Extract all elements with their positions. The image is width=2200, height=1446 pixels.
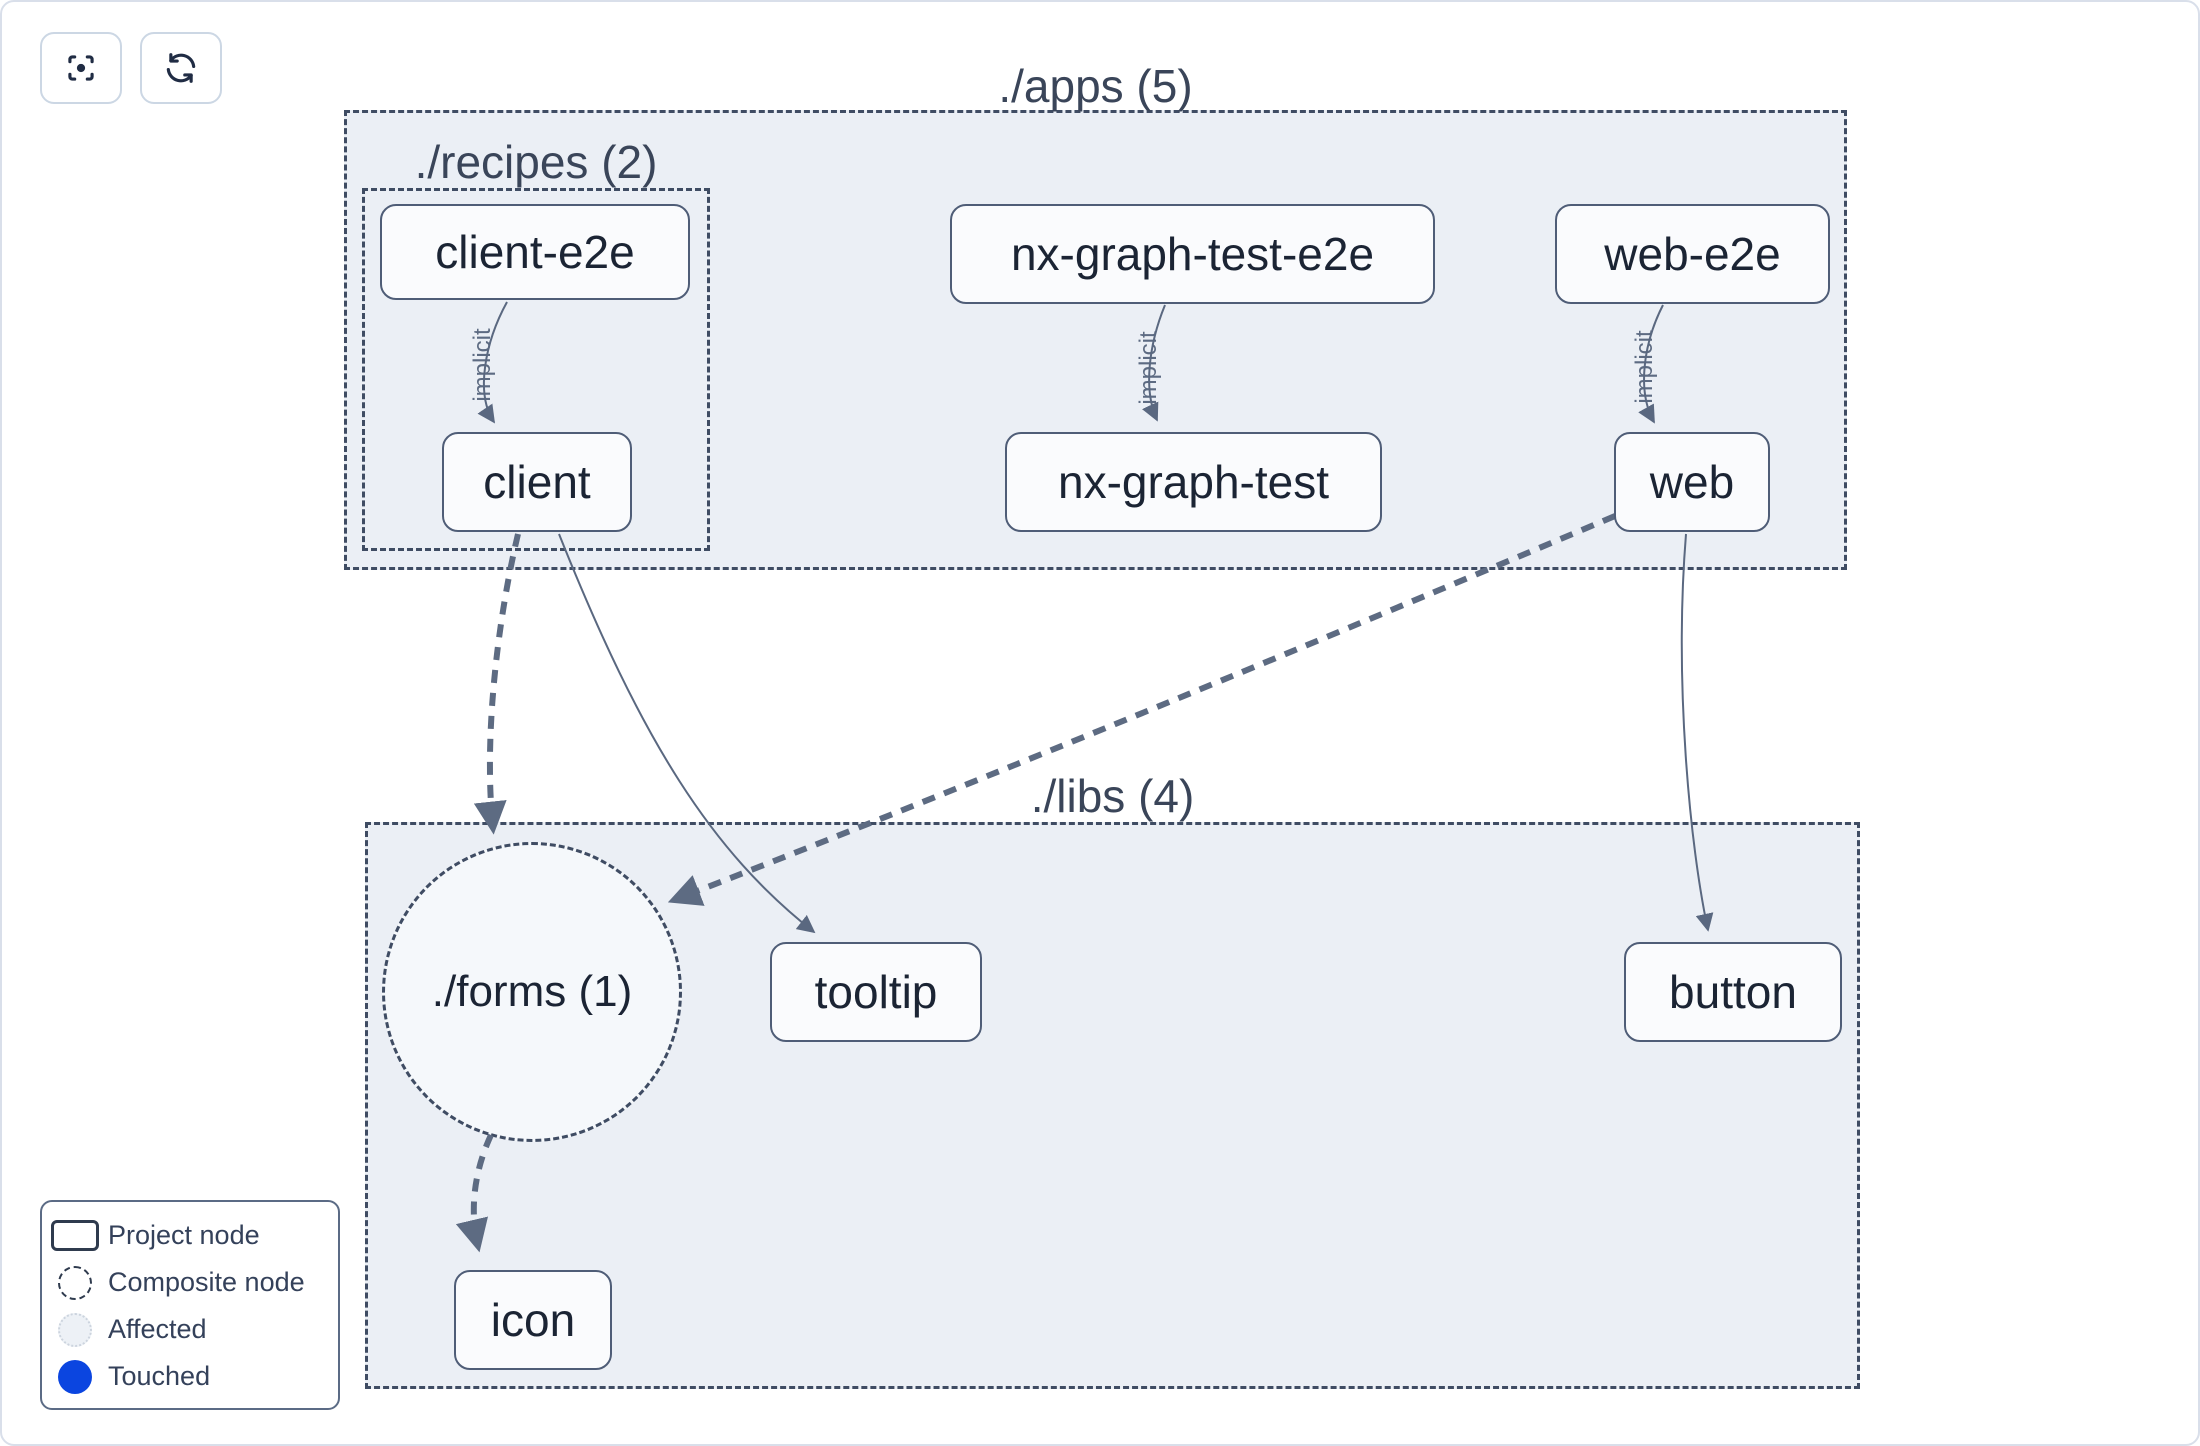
refresh-button[interactable] (140, 32, 222, 104)
node-web-e2e[interactable]: web-e2e (1555, 204, 1830, 304)
group-recipes (362, 188, 710, 551)
legend-label-composite-node: Composite node (108, 1267, 305, 1297)
legend-row-affected: Affected (42, 1306, 338, 1353)
group-recipes-label: ./recipes (2) (414, 136, 658, 188)
touched-swatch (42, 1359, 108, 1394)
group-libs-label: ./libs (4) (1030, 770, 1195, 822)
node-nx-graph-test-e2e-label: nx-graph-test-e2e (1010, 228, 1375, 280)
composite-node-forms-label: ./forms (1) (431, 967, 633, 1016)
node-tooltip-label: tooltip (814, 966, 938, 1018)
legend-row-project-node: Project node (42, 1212, 338, 1259)
group-apps-label: ./apps (5) (998, 60, 1193, 112)
node-client-e2e[interactable]: client-e2e (380, 204, 690, 300)
legend-label-affected: Affected (108, 1314, 207, 1344)
node-icon[interactable]: icon (454, 1270, 612, 1370)
legend-label-project-node: Project node (108, 1220, 260, 1250)
project-node-swatch (42, 1220, 108, 1251)
node-nx-graph-test-e2e[interactable]: nx-graph-test-e2e (950, 204, 1435, 304)
affected-swatch (42, 1312, 108, 1347)
node-web-e2e-label: web-e2e (1604, 228, 1781, 280)
node-tooltip[interactable]: tooltip (770, 942, 982, 1042)
legend-row-touched: Touched (42, 1353, 338, 1400)
node-nx-graph-test-label: nx-graph-test (1057, 456, 1329, 508)
node-client-e2e-label: client-e2e (435, 226, 635, 278)
legend-row-composite-node: Composite node (42, 1259, 338, 1306)
legend-label-touched: Touched (108, 1361, 211, 1391)
node-button-label: button (1669, 966, 1797, 1018)
edge-label-implicit: implicit (1631, 330, 1658, 404)
node-nx-graph-test[interactable]: nx-graph-test (1005, 432, 1382, 532)
node-client[interactable]: client (442, 432, 632, 532)
refresh-cycle-icon (162, 49, 200, 87)
legend: Project node Composite node Affected Tou… (40, 1200, 340, 1410)
edge-label-implicit: implicit (1135, 331, 1162, 405)
node-web[interactable]: web (1614, 432, 1770, 532)
composite-node-forms[interactable]: ./forms (1) (382, 842, 682, 1142)
node-client-label: client (483, 456, 591, 508)
focus-crosshair-icon (62, 49, 100, 87)
edge-label-implicit: implicit (469, 328, 496, 402)
node-web-label: web (1649, 456, 1735, 508)
focus-button[interactable] (40, 32, 122, 104)
node-icon-label: icon (490, 1294, 576, 1346)
node-button[interactable]: button (1624, 942, 1842, 1042)
composite-node-swatch (42, 1265, 108, 1300)
